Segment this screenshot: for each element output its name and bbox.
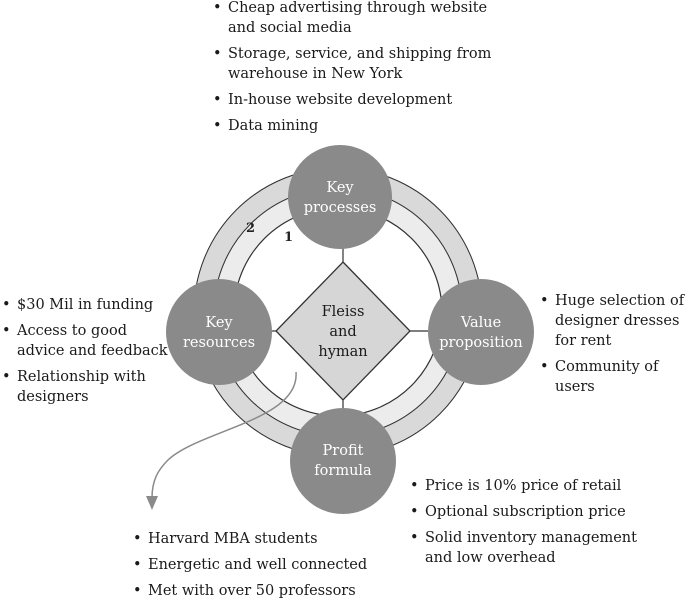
list-item: Community of users: [538, 357, 699, 397]
list-item: Storage, service, and shipping fromwareh…: [211, 44, 491, 84]
node-key-processes: [288, 145, 392, 249]
list-item: In-house website development: [211, 90, 491, 110]
node-profit-formula: [290, 408, 396, 514]
list-item: Data mining: [211, 116, 491, 136]
key-resources-list: $30 Mil in funding Access to goodadvice …: [0, 295, 168, 413]
founders-arrow: [151, 371, 297, 499]
list-item: Harvard MBA students: [131, 529, 367, 549]
ring-number-outer: 2: [246, 221, 256, 236]
founders-list: Harvard MBA students Energetic and well …: [131, 529, 367, 607]
founders-arrow-head: [146, 496, 158, 510]
profit-formula-list: Price is 10% price of retail Optional su…: [408, 476, 637, 574]
list-item: Energetic and well connected: [131, 555, 367, 575]
center-diamond: [275, 261, 411, 401]
ring-number-inner: 1: [284, 230, 294, 245]
list-item: Optional subscription price: [408, 502, 637, 522]
node-value-proposition: [428, 279, 534, 385]
list-item: $30 Mil in funding: [0, 295, 168, 315]
node-key-resources: [166, 279, 272, 385]
list-item: Price is 10% price of retail: [408, 476, 637, 496]
list-item: Met with over 50 professors: [131, 581, 367, 601]
